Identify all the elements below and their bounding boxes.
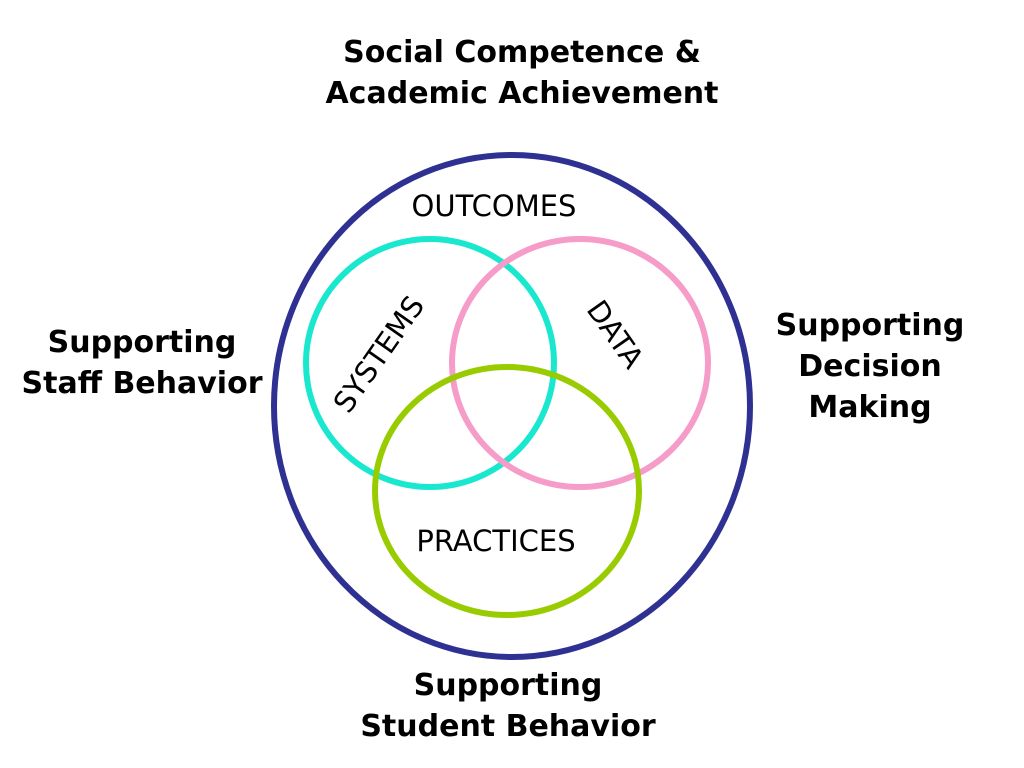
- outcomes-label: OUTCOMES: [412, 189, 577, 223]
- bottom-label: Supporting Student Behavior: [308, 665, 708, 747]
- right-label-line-3: Making: [808, 390, 932, 425]
- data-label: DATA: [580, 294, 651, 375]
- top-title-line-1: Social Competence &: [343, 35, 701, 70]
- right-label-line-2: Decision: [798, 349, 942, 384]
- top-title-line-2: Academic Achievement: [325, 76, 719, 111]
- right-label-line-1: Supporting: [775, 308, 965, 343]
- outcomes-circle: [271, 152, 753, 660]
- left-label: Supporting Staff Behavior: [0, 322, 284, 404]
- bottom-label-line-1: Supporting: [413, 668, 603, 703]
- practices-label: PRACTICES: [416, 524, 575, 558]
- right-label: Supporting Decision Making: [750, 305, 990, 428]
- data-circle: [449, 236, 711, 490]
- top-title: Social Competence & Academic Achievement: [262, 32, 782, 114]
- bottom-label-line-2: Student Behavior: [360, 709, 656, 744]
- left-label-line-1: Supporting: [47, 325, 237, 360]
- systems-circle: [303, 236, 557, 490]
- practices-circle: [372, 364, 642, 618]
- left-label-line-2: Staff Behavior: [21, 366, 263, 401]
